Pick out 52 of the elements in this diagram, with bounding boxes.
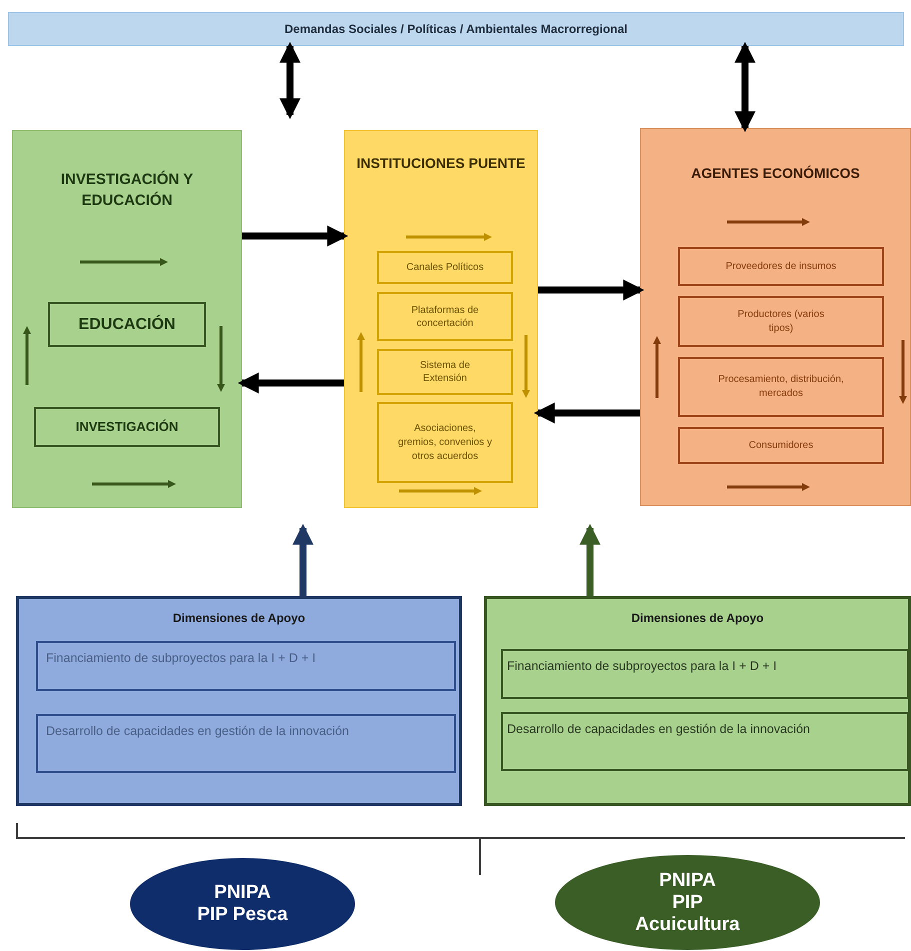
group-heading: INVESTIGACIÓN Y EDUCACIÓN [60, 170, 194, 211]
stage-box [48, 302, 206, 347]
item-label: Canales Políticos [406, 261, 484, 274]
arrow [280, 42, 300, 120]
item-box [377, 292, 513, 341]
support-item-text: Financiamiento de subproyectos para la I + D + I [507, 658, 777, 675]
item-label: Asociaciones, gremios, convenios y otros acuerdos [397, 422, 493, 464]
support-item-box [501, 712, 909, 771]
arrow [242, 226, 348, 246]
group-box [344, 130, 538, 508]
stage-label: INVESTIGACIÓN [76, 418, 178, 436]
group-heading: AGENTES ECONÓMICOS [691, 164, 860, 183]
support-item-text: Financiamiento de subproyectos para la I + D + I [46, 650, 316, 667]
support-item-box [36, 641, 456, 691]
item-box [377, 251, 513, 284]
item-label: Consumidores [748, 439, 814, 453]
program-name: PNIPA [659, 870, 716, 892]
item-box [678, 247, 884, 286]
arrow [534, 402, 640, 424]
arrow [238, 372, 344, 394]
group-box [12, 130, 242, 508]
support-item-text: Desarrollo de capacidades en gestión de la innovación [46, 723, 349, 740]
panel-heading: Dimensiones de Apoyo [631, 610, 764, 627]
support-item-box [36, 714, 456, 773]
support-item-box [501, 649, 909, 699]
arrow [580, 524, 600, 596]
program-name: PIP Acuicultura [634, 892, 741, 936]
item-box [377, 402, 513, 483]
group-heading: INSTITUCIONES PUENTE [356, 154, 526, 173]
item-label: Productores (varios tipos) [736, 308, 826, 336]
banner-box [8, 12, 904, 46]
item-label: Proveedores de insumos [726, 260, 836, 274]
panel-heading: Dimensiones de Apoyo [172, 610, 306, 627]
item-label: Plataformas de concertación [410, 304, 480, 330]
arrow [292, 524, 314, 596]
item-box [678, 357, 884, 417]
stage-label: EDUCACIÓN [78, 314, 176, 334]
item-label: Procesamiento, distribución, mercados [717, 373, 845, 401]
item-box [678, 296, 884, 347]
support-item-text: Desarrollo de capacidades en gestión de la innovación [507, 721, 810, 738]
stage-box [34, 407, 220, 447]
group-box [640, 128, 911, 506]
item-box [678, 427, 884, 464]
support-panel [484, 596, 911, 806]
program-name: PIP Pesca [197, 904, 288, 926]
program-name: PNIPA [214, 882, 271, 904]
item-label: Sistema de Extensión [418, 359, 472, 385]
arrow [734, 42, 756, 132]
item-box [377, 349, 513, 395]
arrow [538, 280, 644, 300]
banner-text: Demandas Sociales / Políticas / Ambientales Macrorregional [284, 21, 628, 38]
support-panel [16, 596, 462, 806]
